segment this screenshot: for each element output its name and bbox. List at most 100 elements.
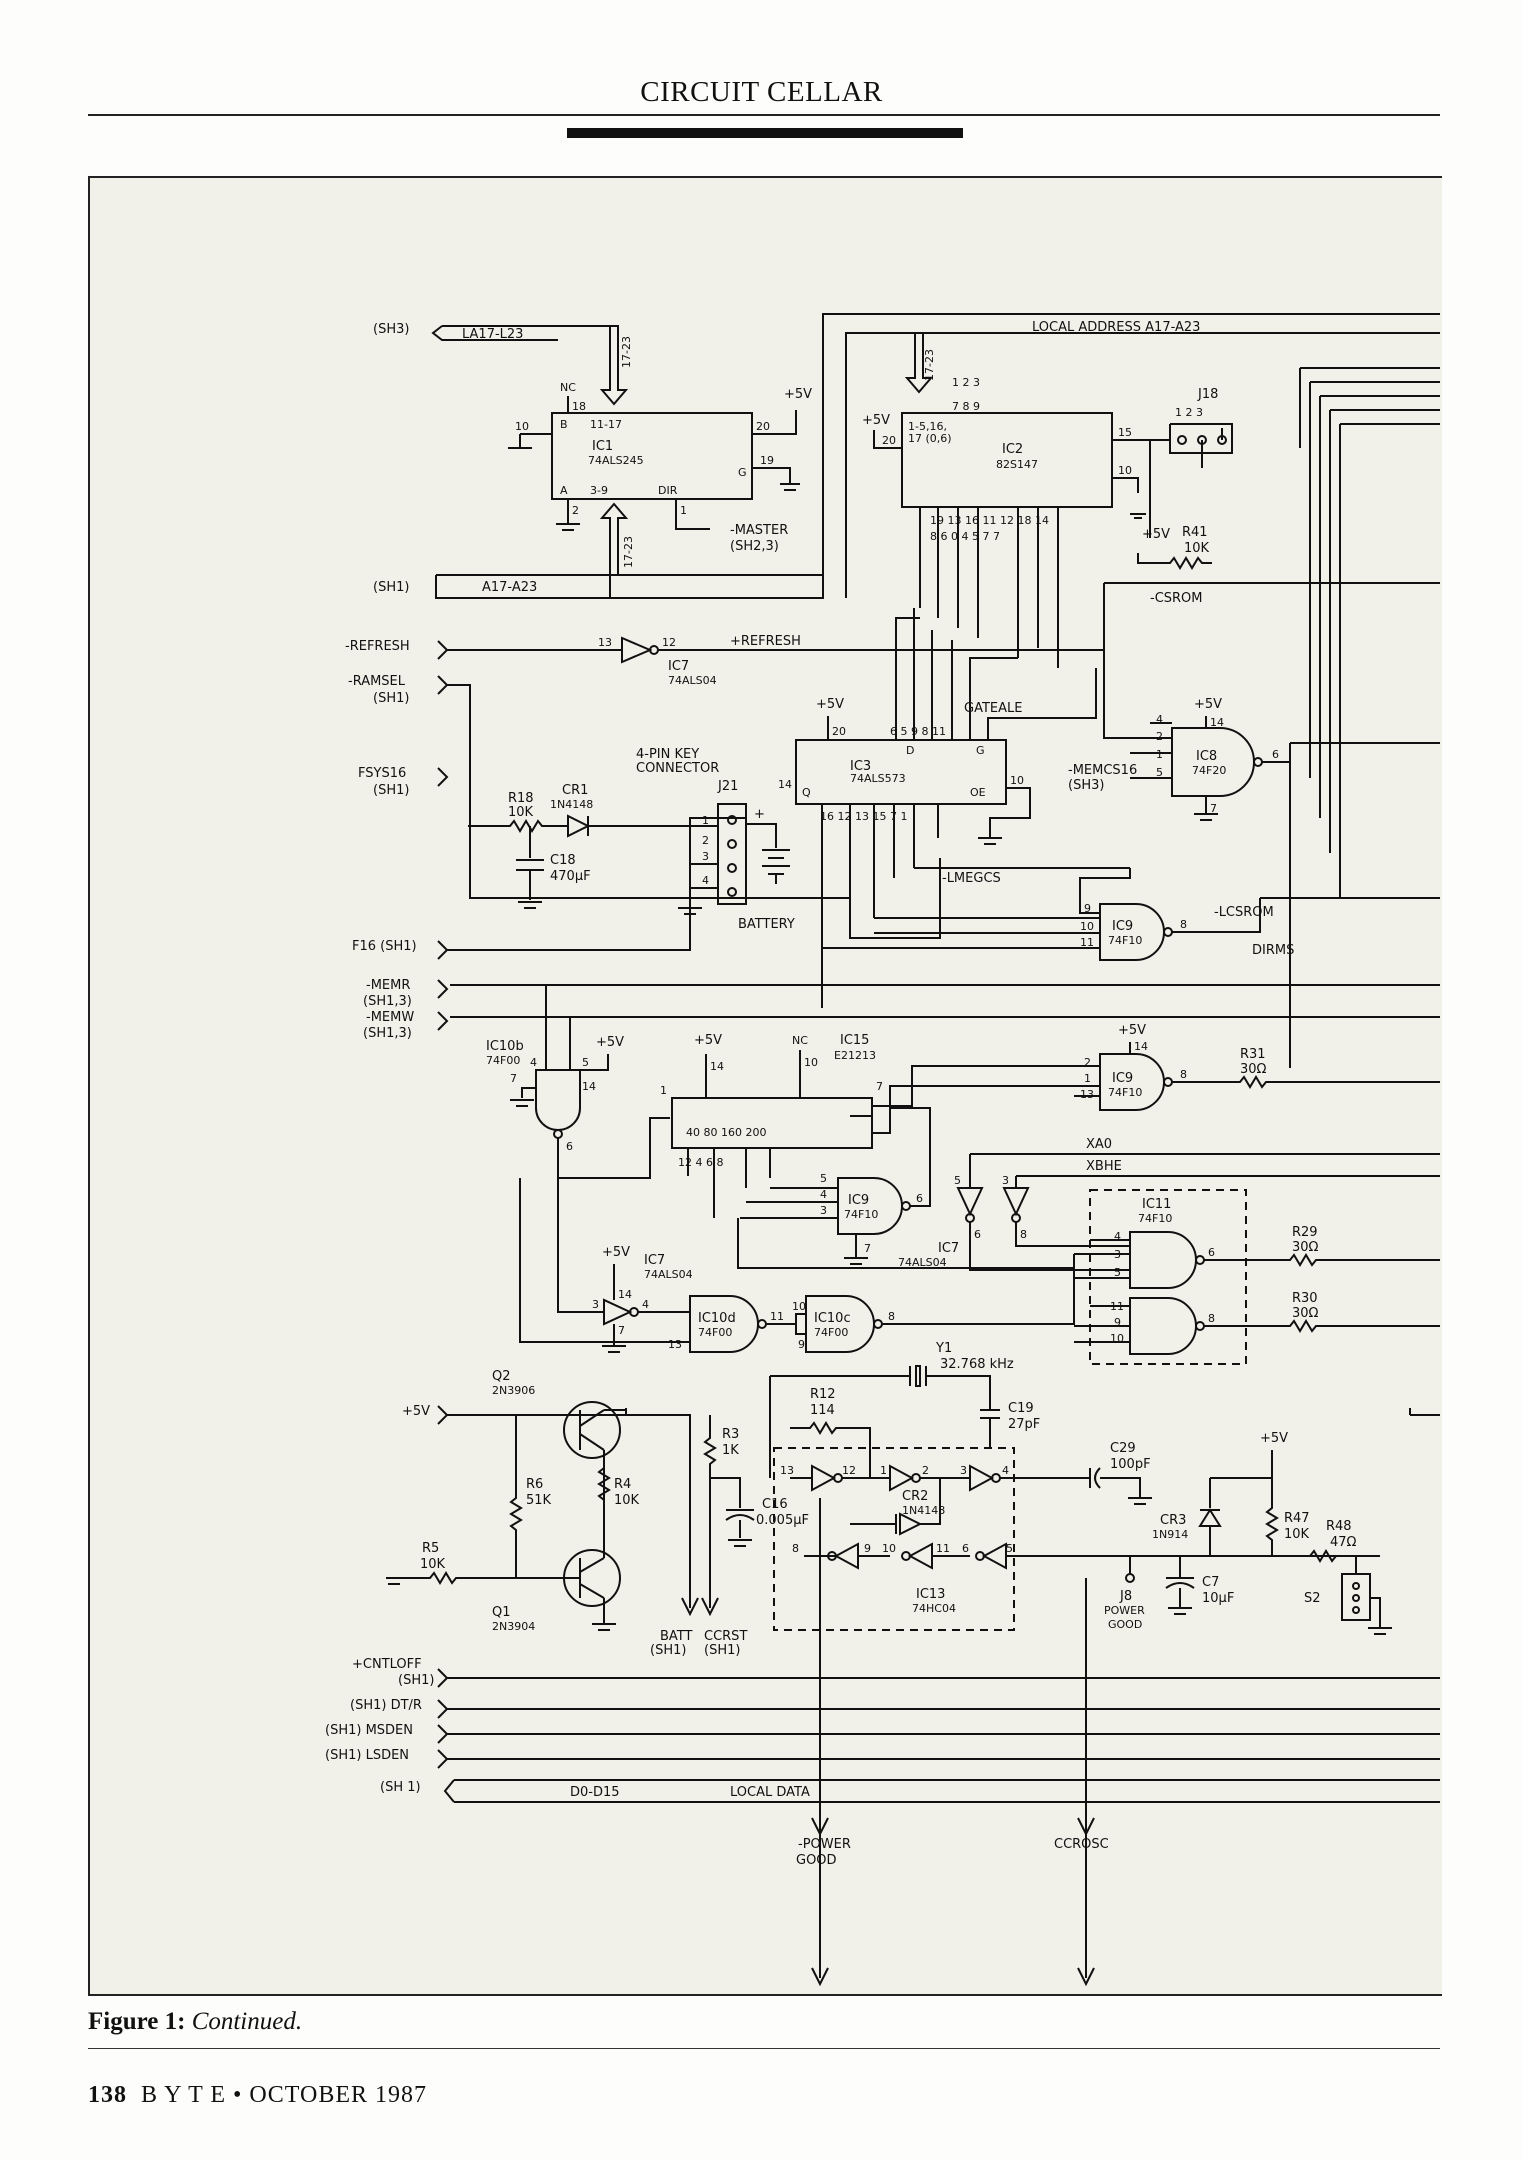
- ic15-nc: NC: [792, 1034, 808, 1047]
- ic13-pin11: 11: [936, 1542, 950, 1555]
- r4-name: R4: [614, 1477, 631, 1492]
- key-connector-label: 4-PIN KEY: [636, 747, 699, 762]
- ic1-pin-b: B: [560, 418, 568, 431]
- ic7-c-name: IC7: [644, 1253, 665, 1268]
- ic8-pin14: 14: [1210, 716, 1224, 729]
- cr1-part: 1N4148: [550, 798, 593, 811]
- j21-pin4: 4: [702, 874, 709, 887]
- label-memcs16-sh: (SH3): [1068, 778, 1104, 793]
- ic15-5v: +5V: [694, 1033, 722, 1048]
- ic10c-part: 74F00: [814, 1326, 848, 1339]
- ic1-pin19: 19: [760, 454, 774, 467]
- ic11-pin4: 4: [1114, 1230, 1121, 1243]
- q2-part: 2N3906: [492, 1384, 535, 1397]
- label-5v-in: +5V: [402, 1404, 430, 1419]
- ic9-b-pin14: 14: [1134, 1040, 1148, 1053]
- oscillator-section: Y1 32.768 kHz C19 27pF R12 114 13 12 1: [769, 1341, 1380, 1987]
- cr3-part: 1N914: [1152, 1528, 1188, 1541]
- ic9-a-pin9: 9: [1084, 902, 1091, 915]
- ic7-b-pin5: 5: [954, 1174, 961, 1187]
- ic2-name: IC2: [1002, 442, 1023, 457]
- ic3-pin-d: D: [906, 744, 914, 757]
- r31-name: R31: [1240, 1047, 1266, 1062]
- ic8-pin4: 4: [1156, 713, 1163, 726]
- r6-name: R6: [526, 1477, 543, 1492]
- ic10b-5v: +5V: [596, 1035, 624, 1050]
- ic3-pin-g: G: [976, 744, 985, 757]
- label-xa0: XA0: [1086, 1137, 1112, 1152]
- r41-5v: +5V: [1142, 527, 1170, 542]
- label-fsys16: FSYS16: [358, 766, 406, 781]
- schematic: (SH3) (SH1) -REFRESH -RAMSEL (SH1) FSYS1…: [325, 313, 1440, 1987]
- ic1: IC1 74ALS245 B A 11-17 3-9 DIR G NC 18 1…: [508, 381, 812, 554]
- ic8-5v: +5V: [1194, 697, 1222, 712]
- ic9-a-name: IC9: [1112, 919, 1133, 934]
- label-good: GOOD: [796, 1853, 837, 1868]
- ic7-c-5v: +5V: [602, 1245, 630, 1260]
- key-connector-label2: CONNECTOR: [636, 761, 719, 776]
- ic3-pin-q: Q: [802, 786, 811, 799]
- c7-name: C7: [1202, 1575, 1219, 1590]
- ic8-part: 74F20: [1192, 764, 1226, 777]
- label-memr: -MEMR: [366, 978, 410, 993]
- ic7-b-part: 74ALS04: [898, 1256, 947, 1269]
- ic13-pin10: 10: [882, 1542, 896, 1555]
- ic2-top-pins2: 7 8 9: [952, 400, 980, 413]
- ic10b-pin14: 14: [582, 1080, 596, 1093]
- label-p-refresh: +REFRESH: [730, 634, 801, 649]
- ic9-b-pin13: 13: [1080, 1088, 1094, 1101]
- label-fsys16-sh: (SH1): [373, 783, 409, 798]
- ic3-5v: +5V: [816, 697, 844, 712]
- label-ccrst-sh: (SH1): [704, 1643, 740, 1658]
- ic9-b: IC9 74F10 +5V 14 2 1 13 8 R31 30Ω: [1074, 1023, 1440, 1111]
- ic1-5v: +5V: [784, 387, 812, 402]
- y1-value: 32.768 kHz: [940, 1357, 1014, 1372]
- ic9-a-pin8: 8: [1180, 918, 1187, 931]
- ic7-a-name: IC7: [668, 659, 689, 674]
- label-dtr: (SH1) DT/R: [350, 1698, 422, 1713]
- ic11: IC11 74F10 4 3 5 11 9 10 6 8 R29 30Ω R30: [1074, 1189, 1440, 1365]
- cr2-part: 1N4148: [902, 1504, 945, 1517]
- bus-d-label: D0-D15: [570, 1785, 620, 1800]
- label-lcsrom: -LCSROM: [1214, 905, 1274, 920]
- r48-name: R48: [1326, 1519, 1352, 1534]
- ic10b: IC10b 74F00 4 5 14 7 6 +5V: [486, 985, 670, 1179]
- ic15-pin1: 1: [660, 1084, 667, 1097]
- label-master-sh: (SH2,3): [730, 539, 779, 554]
- ic11-pin6: 6: [1208, 1246, 1215, 1259]
- r30-name: R30: [1292, 1291, 1318, 1306]
- j18-name: J18: [1197, 387, 1218, 402]
- ic2-bot-pins: 19 13 16 11 12 18 14: [930, 514, 1049, 527]
- ic9-b-pin2: 2: [1084, 1056, 1091, 1069]
- ic13-pin3: 3: [960, 1464, 967, 1477]
- ic2-bot-pins2: 8 6 0 4 5 7 7: [930, 530, 1000, 543]
- ic2-5v: +5V: [862, 413, 890, 428]
- ic13-pin4: 4: [1002, 1464, 1009, 1477]
- footer-rule: [88, 2048, 1440, 2049]
- label-lsden: (SH1) LSDEN: [325, 1748, 409, 1763]
- ic9-b-5v: +5V: [1118, 1023, 1146, 1038]
- ic2-pin15: 15: [1118, 426, 1132, 439]
- input-chevrons: [437, 640, 449, 1769]
- label-memw-sh: (SH1,3): [363, 1026, 412, 1041]
- bus-local-data-label: LOCAL DATA: [730, 1785, 810, 1800]
- footer-date: OCTOBER 1987: [249, 2082, 427, 2108]
- bus-width-2: 17-23: [622, 536, 635, 568]
- ic2: IC2 82S147 1-5,16, 17 (0,6) +5V 20 15 10…: [862, 376, 1150, 668]
- ic7-b-pin8: 8: [1020, 1228, 1027, 1241]
- ic15-pin10: 10: [804, 1056, 818, 1069]
- ic7-pin13: 13: [598, 636, 612, 649]
- input-signal-labels: (SH3) (SH1) -REFRESH -RAMSEL (SH1) FSYS1…: [325, 322, 434, 1795]
- ic9-c-part: 74F10: [844, 1208, 878, 1221]
- label-memr-sh: (SH1,3): [363, 994, 412, 1009]
- ic3-part: 74ALS573: [850, 772, 906, 785]
- ic2-part: 82S147: [996, 458, 1038, 471]
- ground-symbols: [386, 483, 1392, 1635]
- ic3-name: IC3: [850, 759, 871, 774]
- label-memw: -MEMW: [366, 1010, 414, 1025]
- xa0-xbhe: XA0 XBHE: [969, 1137, 1440, 1188]
- ic8-name: IC8: [1196, 749, 1217, 764]
- ic3-bot-pins: 16 12 13 15 7 1: [820, 810, 907, 823]
- ic15-name: IC15: [840, 1033, 869, 1048]
